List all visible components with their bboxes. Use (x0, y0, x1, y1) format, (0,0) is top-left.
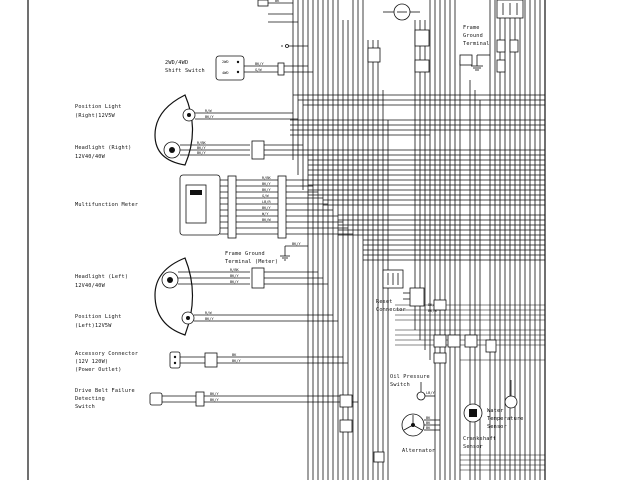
shift-switch-pos-4wd: 4WD (222, 71, 229, 75)
wire-code-belt-1: BK/Y (210, 392, 219, 396)
crankshaft-label-2: Sensor (463, 444, 483, 450)
headlight-left-connector (251, 267, 265, 289)
shift-switch-pos-2wd: 2WD (222, 60, 229, 64)
wire-code-meter-5: LB/R (262, 200, 271, 204)
wire-code-oil: LB/Y (426, 391, 435, 395)
frame-ground-label-1: Frame (463, 25, 480, 31)
reset-label-2: Connector (376, 307, 406, 313)
crankshaft-sensor: Crankshaft Sensor (463, 403, 496, 450)
drive-belt-label-2: Detecting (75, 396, 105, 402)
wire-code-pos-left-1: R/W (205, 311, 212, 315)
frame-ground-meter-label-2: Terminal (Meter) (225, 259, 278, 265)
frame-ground-meter: Frame Ground Terminal (Meter) BK/Y (225, 242, 308, 265)
meter-connector-a (227, 175, 237, 239)
drive-belt-switch-body (149, 392, 163, 406)
wire-code-belt-2: BK/Y (210, 398, 219, 402)
position-light-left-label-2: (Left)12V5W (75, 323, 112, 329)
wire-code-reset-1: BK/Y (428, 303, 437, 307)
position-light-left-label-1: Position Light (75, 314, 122, 320)
wire-code-shift-2: G/W (255, 68, 262, 72)
reset-label-1: Reset (376, 299, 393, 305)
accessory-plug (169, 351, 181, 369)
headlight-left-label-1: Headlight (Left) (75, 274, 128, 280)
wire-code-pos-left-2: BK/Y (205, 317, 214, 321)
wire-code-frame-ground-meter: BK/Y (292, 242, 301, 246)
ground-symbol-top (281, 44, 308, 48)
drive-belt-label-1: Drive Belt Failure (75, 388, 135, 394)
drive-belt-switch: Drive Belt Failure Detecting Switch BK/Y… (75, 388, 358, 410)
frame-ground-meter-label-1: Frame Ground (225, 251, 265, 257)
wire-code-top: BK (275, 0, 280, 3)
oil-pressure-switch: Oil Pressure Switch LB/Y (390, 374, 435, 401)
water-temp-sensor-body (504, 395, 518, 409)
wire-code-meter-6: BK/Y (262, 206, 271, 210)
meter-label: Multifunction Meter (75, 202, 138, 208)
frame-ground-terminal: Frame Ground Terminal (463, 25, 490, 71)
lower-right-wires (395, 304, 545, 471)
alternator: Alternator BK BK BK (401, 413, 440, 454)
position-light-right-label-1: Position Light (75, 104, 122, 110)
wire-code-hl-right-3: BK/Y (197, 151, 206, 155)
water-temp-sensor: Water Temperature Sensor (487, 380, 524, 430)
shift-switch-label-1: 2WD/4WD (165, 60, 188, 66)
wire-code-hl-left-2: BK/Y (230, 274, 239, 278)
headlight-left-label-2: 12V40/40W (75, 283, 106, 289)
top-center-sensor (383, 3, 420, 21)
connector-markers (339, 299, 497, 463)
wire-code-meter-4: G/W (262, 194, 269, 198)
drive-belt-label-3: Switch (75, 404, 95, 410)
wire-code-meter-7: W/Y (262, 212, 269, 216)
wire-code-hl-right-2: BK/Y (197, 146, 206, 150)
wire-code-pos-right-2: BK/Y (205, 115, 214, 119)
wire-code-hl-left-1: R/BK (230, 268, 239, 272)
accessory-label-2: (12V 120W) (75, 359, 108, 365)
headlight-right-label-2: 12V40/40W (75, 154, 106, 160)
water-temp-label-3: Sensor (487, 424, 507, 430)
reset-connector: Reset Connector BK/Y BK/W (376, 269, 437, 313)
headlight-right-label-1: Headlight (Right) (75, 145, 132, 151)
headlight-right-assembly: Position Light (Right)12V5W Headlight (R… (75, 94, 313, 166)
wire-code-alt-2: BK (426, 421, 431, 425)
headlight-right-connector (251, 140, 265, 160)
position-light-right-label-2: (Right)12V5W (75, 113, 116, 119)
wire-code-shift-1: BK/Y (255, 62, 264, 66)
accessory-connector: Accessory Connector (12V 120W) (Power Ou… (75, 351, 348, 373)
water-temp-label-1: Water (487, 408, 504, 414)
shift-switch-body (215, 55, 245, 81)
wire-code-meter-2: BK/Y (262, 182, 271, 186)
top-connector: BK (257, 0, 298, 23)
shift-switch-label-2: Shift Switch (165, 68, 205, 74)
oil-pressure-label-1: Oil Pressure (390, 374, 430, 380)
wire-code-meter-8: BK/W (262, 218, 271, 222)
shift-switch: 2WD/4WD Shift Switch 2WD 4WD BK/Y G/W (165, 55, 313, 81)
top-right-relay (496, 0, 524, 73)
accessory-label-1: Accessory Connector (75, 351, 138, 357)
headlight-left-assembly: Headlight (Left) 12V40/40W Position Ligh… (75, 257, 338, 336)
wire-code-pos-right-1: R/W (205, 109, 212, 113)
wire-code-hl-right-1: R/BK (197, 141, 206, 145)
oil-pressure-sensor (416, 391, 426, 401)
wire-code-acc-2: BK/Y (232, 359, 241, 363)
wire-code-meter-1: R/BK (262, 176, 271, 180)
trunk-connectors (367, 29, 473, 73)
alternator-label: Alternator (402, 448, 435, 454)
multifunction-meter: Multifunction Meter R/BK BK/Y BK/Y G/W L… (75, 174, 353, 239)
wire-code-meter-3: BK/Y (262, 188, 271, 192)
meter-connector-b (277, 175, 287, 239)
wire-code-reset-2: BK/W (428, 309, 437, 313)
water-temp-label-2: Temperature (487, 416, 524, 422)
wire-code-alt-3: BK (426, 426, 431, 430)
frame-ground-label-3: Terminal (463, 41, 490, 47)
frame-ground-label-2: Ground (463, 33, 483, 39)
oil-pressure-label-2: Switch (390, 382, 410, 388)
wire-code-alt-1: BK (426, 416, 431, 420)
horizontal-buses (290, 94, 545, 261)
accessory-label-3: (Power Outlet) (75, 367, 122, 373)
wire-code-hl-left-3: BK/Y (230, 280, 239, 284)
crankshaft-label-1: Crankshaft (463, 436, 496, 442)
wire-code-acc-1: BK (232, 353, 237, 357)
